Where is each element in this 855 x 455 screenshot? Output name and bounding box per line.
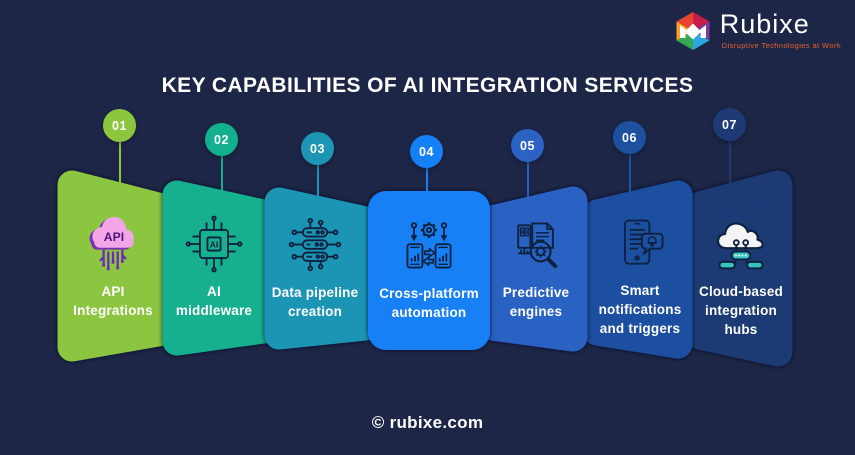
card-label: Cross-platform automation (379, 286, 479, 320)
card-5-content: Predictive engines (477, 215, 595, 322)
connector-line-7 (729, 139, 731, 184)
smart-notifications-icon (610, 213, 670, 273)
badge-number: 07 (722, 117, 737, 132)
connector-line-2 (221, 154, 223, 191)
card-6-content: Smart notifications and triggers (581, 213, 699, 339)
automation-gear-icon (399, 216, 459, 276)
number-badge-7: 07 (713, 108, 746, 141)
card-shape-1 (57, 170, 173, 362)
connector-line-5 (527, 160, 529, 198)
connector-line-1 (119, 140, 121, 184)
connector-line-3 (317, 163, 319, 197)
card-2-content: AI AI middleware (155, 214, 273, 321)
card-shape-7 (685, 170, 793, 367)
number-badge-2: 02 (205, 123, 238, 156)
number-badge-5: 05 (511, 129, 544, 162)
number-badge-4: 04 (410, 135, 443, 168)
badge-number: 06 (622, 130, 637, 145)
brand-tagline: Disruptive Technologies at Work (721, 41, 841, 51)
badge-number: 02 (214, 132, 229, 147)
svg-text:AI: AI (210, 239, 218, 249)
api-cloud-icon: API (83, 214, 143, 274)
number-badge-1: 01 (103, 109, 136, 142)
svg-text:API: API (104, 230, 124, 244)
card-7-content: Cloud-based integration hubs (682, 214, 800, 340)
number-badge-6: 06 (613, 121, 646, 154)
cloud-hub-icon (711, 214, 771, 274)
card-label: Cloud-based integration hubs (699, 284, 783, 337)
badge-number: 03 (310, 141, 325, 156)
card-label: Predictive engines (502, 285, 570, 319)
card-3-content: Data pipeline creation (256, 215, 374, 322)
badge-number: 05 (520, 138, 535, 153)
card-1-content: API API Integrations (54, 214, 172, 321)
badge-number: 01 (112, 118, 127, 133)
rubixe-cube-icon (673, 10, 713, 57)
card-shape-4 (368, 191, 490, 350)
card-label: API Integrations (73, 284, 153, 318)
card-shape-6 (582, 180, 693, 359)
footer-site: © rubixe.com (371, 413, 484, 432)
card-label: AI middleware (175, 284, 253, 318)
badge-number: 04 (419, 144, 434, 159)
card-4-content: Cross-platform automation (370, 216, 488, 323)
predictive-engine-icon (506, 215, 566, 275)
card-label: Data pipeline creation (271, 285, 359, 319)
connector-line-4 (426, 166, 428, 192)
connector-line-6 (629, 152, 631, 192)
card-shape-2 (162, 180, 278, 356)
page-title: KEY CAPABILITIES OF AI INTEGRATION SERVI… (161, 74, 694, 97)
ai-chip-icon: AI (184, 214, 244, 274)
number-badge-3: 03 (301, 132, 334, 165)
brand-name: Rubixe (719, 9, 810, 39)
data-pipeline-icon (285, 215, 345, 275)
brand-logo: Rubixe Disruptive Technologies at Work (673, 10, 841, 57)
card-label: Smart notifications and triggers (598, 283, 682, 336)
